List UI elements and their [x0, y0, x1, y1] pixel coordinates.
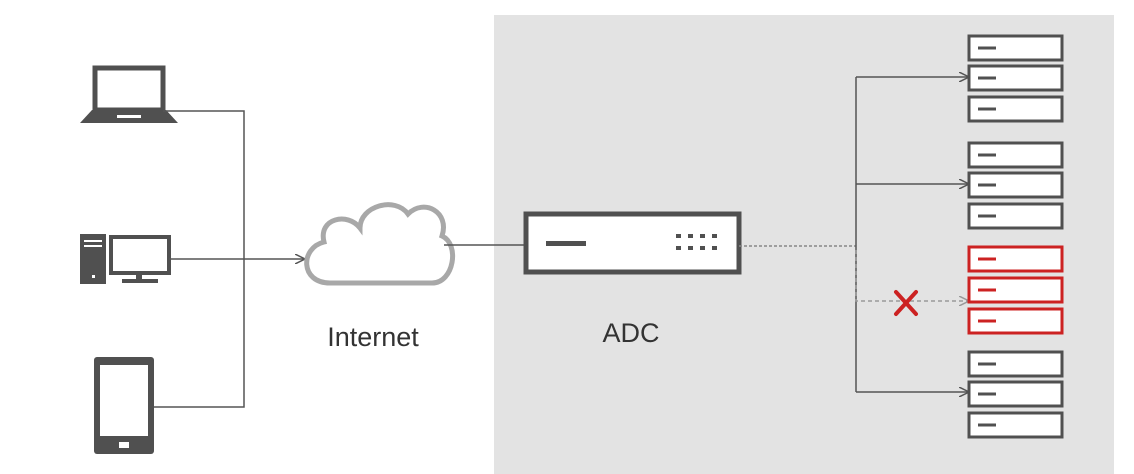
server-unit: [967, 380, 1064, 408]
server-group-healthy: [967, 350, 1064, 439]
desktop-computer-icon: [80, 234, 171, 284]
adc-appliance-icon: [523, 211, 742, 275]
tablet-icon: [94, 357, 154, 454]
server-group-healthy: [967, 34, 1064, 123]
x-mark-icon: [894, 290, 918, 316]
client-connectors: [154, 110, 304, 408]
server-group-failed: [967, 245, 1064, 335]
cloud-icon: [304, 202, 456, 286]
internet-label: Internet: [327, 322, 419, 352]
server-unit-failed: [967, 307, 1064, 335]
adc-label: ADC: [602, 318, 659, 348]
distribution-lines: [739, 77, 968, 392]
laptop-icon: [80, 65, 178, 123]
server-group-healthy: [967, 141, 1064, 230]
